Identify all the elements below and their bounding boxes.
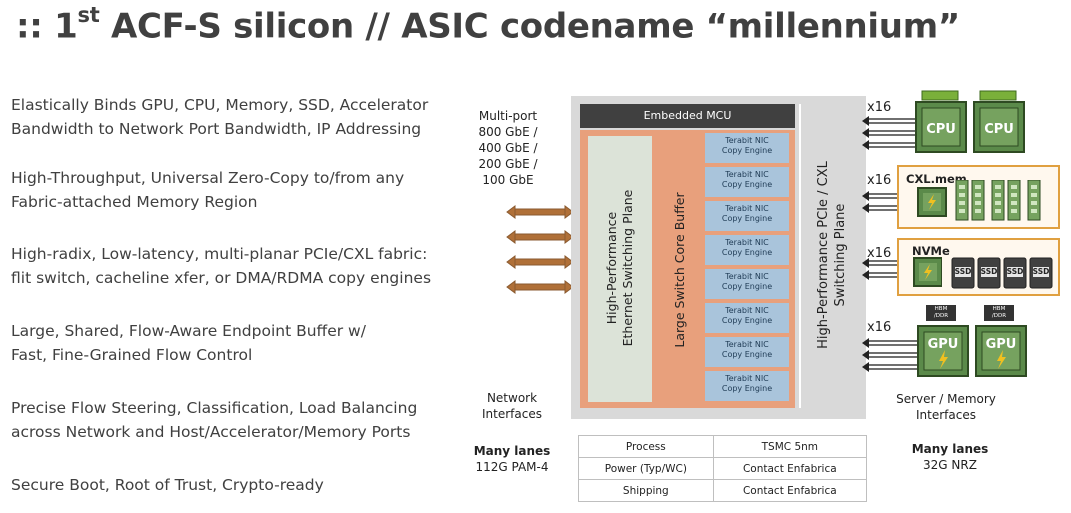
cpu-label: CPU xyxy=(984,122,1014,137)
ssd-label: SSD xyxy=(954,267,972,276)
pcie-cxl-switching-plane xyxy=(799,104,865,408)
nvme-label: NVMe xyxy=(912,244,950,258)
network-port-arrow xyxy=(512,233,568,241)
server-lanes-label: Many lanes 32G NRZ xyxy=(911,442,989,472)
feature-bullet: Elastically Binds GPU, CPU, Memory, SSD,… xyxy=(11,96,429,138)
cpu-label: CPU xyxy=(926,122,956,137)
table-row: Power (Typ/WC)Contact Enfabrica xyxy=(578,457,868,480)
ssd-label: SSD xyxy=(980,267,998,276)
feature-bullet: Precise Flow Steering, Classification, L… xyxy=(11,399,418,441)
hbm-chip: HBM/DDR xyxy=(984,305,1014,321)
ssd-label: SSD xyxy=(1032,267,1050,276)
table-cell: Power (Typ/WC) xyxy=(578,457,714,480)
ssd-label: SSD xyxy=(1006,267,1024,276)
network-port-arrows xyxy=(506,205,574,294)
table-cell: TSMC 5nm xyxy=(712,435,868,458)
network-port-arrow xyxy=(512,283,568,291)
hbm-chip: HBM/DDR xyxy=(926,305,956,321)
embedded-mcu: Embedded MCU xyxy=(580,104,795,128)
core-buffer-label: Large Switch Core Buffer xyxy=(672,192,687,348)
network-port-arrow xyxy=(512,208,568,216)
table-cell: Contact Enfabrica xyxy=(712,479,868,502)
feature-bullet: High-Throughput, Universal Zero-Copy to/… xyxy=(11,169,405,211)
x16-label: x16 xyxy=(867,246,892,261)
table-cell: Contact Enfabrica xyxy=(712,457,868,480)
x16-label: x16 xyxy=(867,100,892,115)
ssd-group xyxy=(951,257,1053,289)
cxl-mem-label: CXL.mem xyxy=(906,172,967,186)
gpu-group xyxy=(917,325,1027,377)
cpu-group xyxy=(915,90,1025,153)
gpu-label: GPU xyxy=(985,337,1017,352)
x16-label: x16 xyxy=(867,173,892,188)
gpu-label: GPU xyxy=(927,337,959,352)
page-title: :: 1st ACF-S silicon // ASIC codename “m… xyxy=(16,3,960,47)
nvme-controller-chip xyxy=(913,257,942,287)
feature-bullet: Secure Boot, Root of Trust, Crypto-ready xyxy=(11,476,324,494)
cxl-mem-modules xyxy=(917,180,1041,221)
ethernet-switching-plane xyxy=(588,136,652,402)
feature-bullet: Large, Shared, Flow-Aware Endpoint Buffe… xyxy=(11,322,366,364)
network-lanes-label: Many lanes 112G PAM-4 xyxy=(473,444,551,474)
network-port-arrow xyxy=(512,258,568,266)
feature-bullet: High-radix, Low-latency, multi-planar PC… xyxy=(11,245,432,287)
table-cell: Shipping xyxy=(578,479,714,502)
table-cell: Process xyxy=(578,435,714,458)
x16-label: x16 xyxy=(867,320,892,335)
